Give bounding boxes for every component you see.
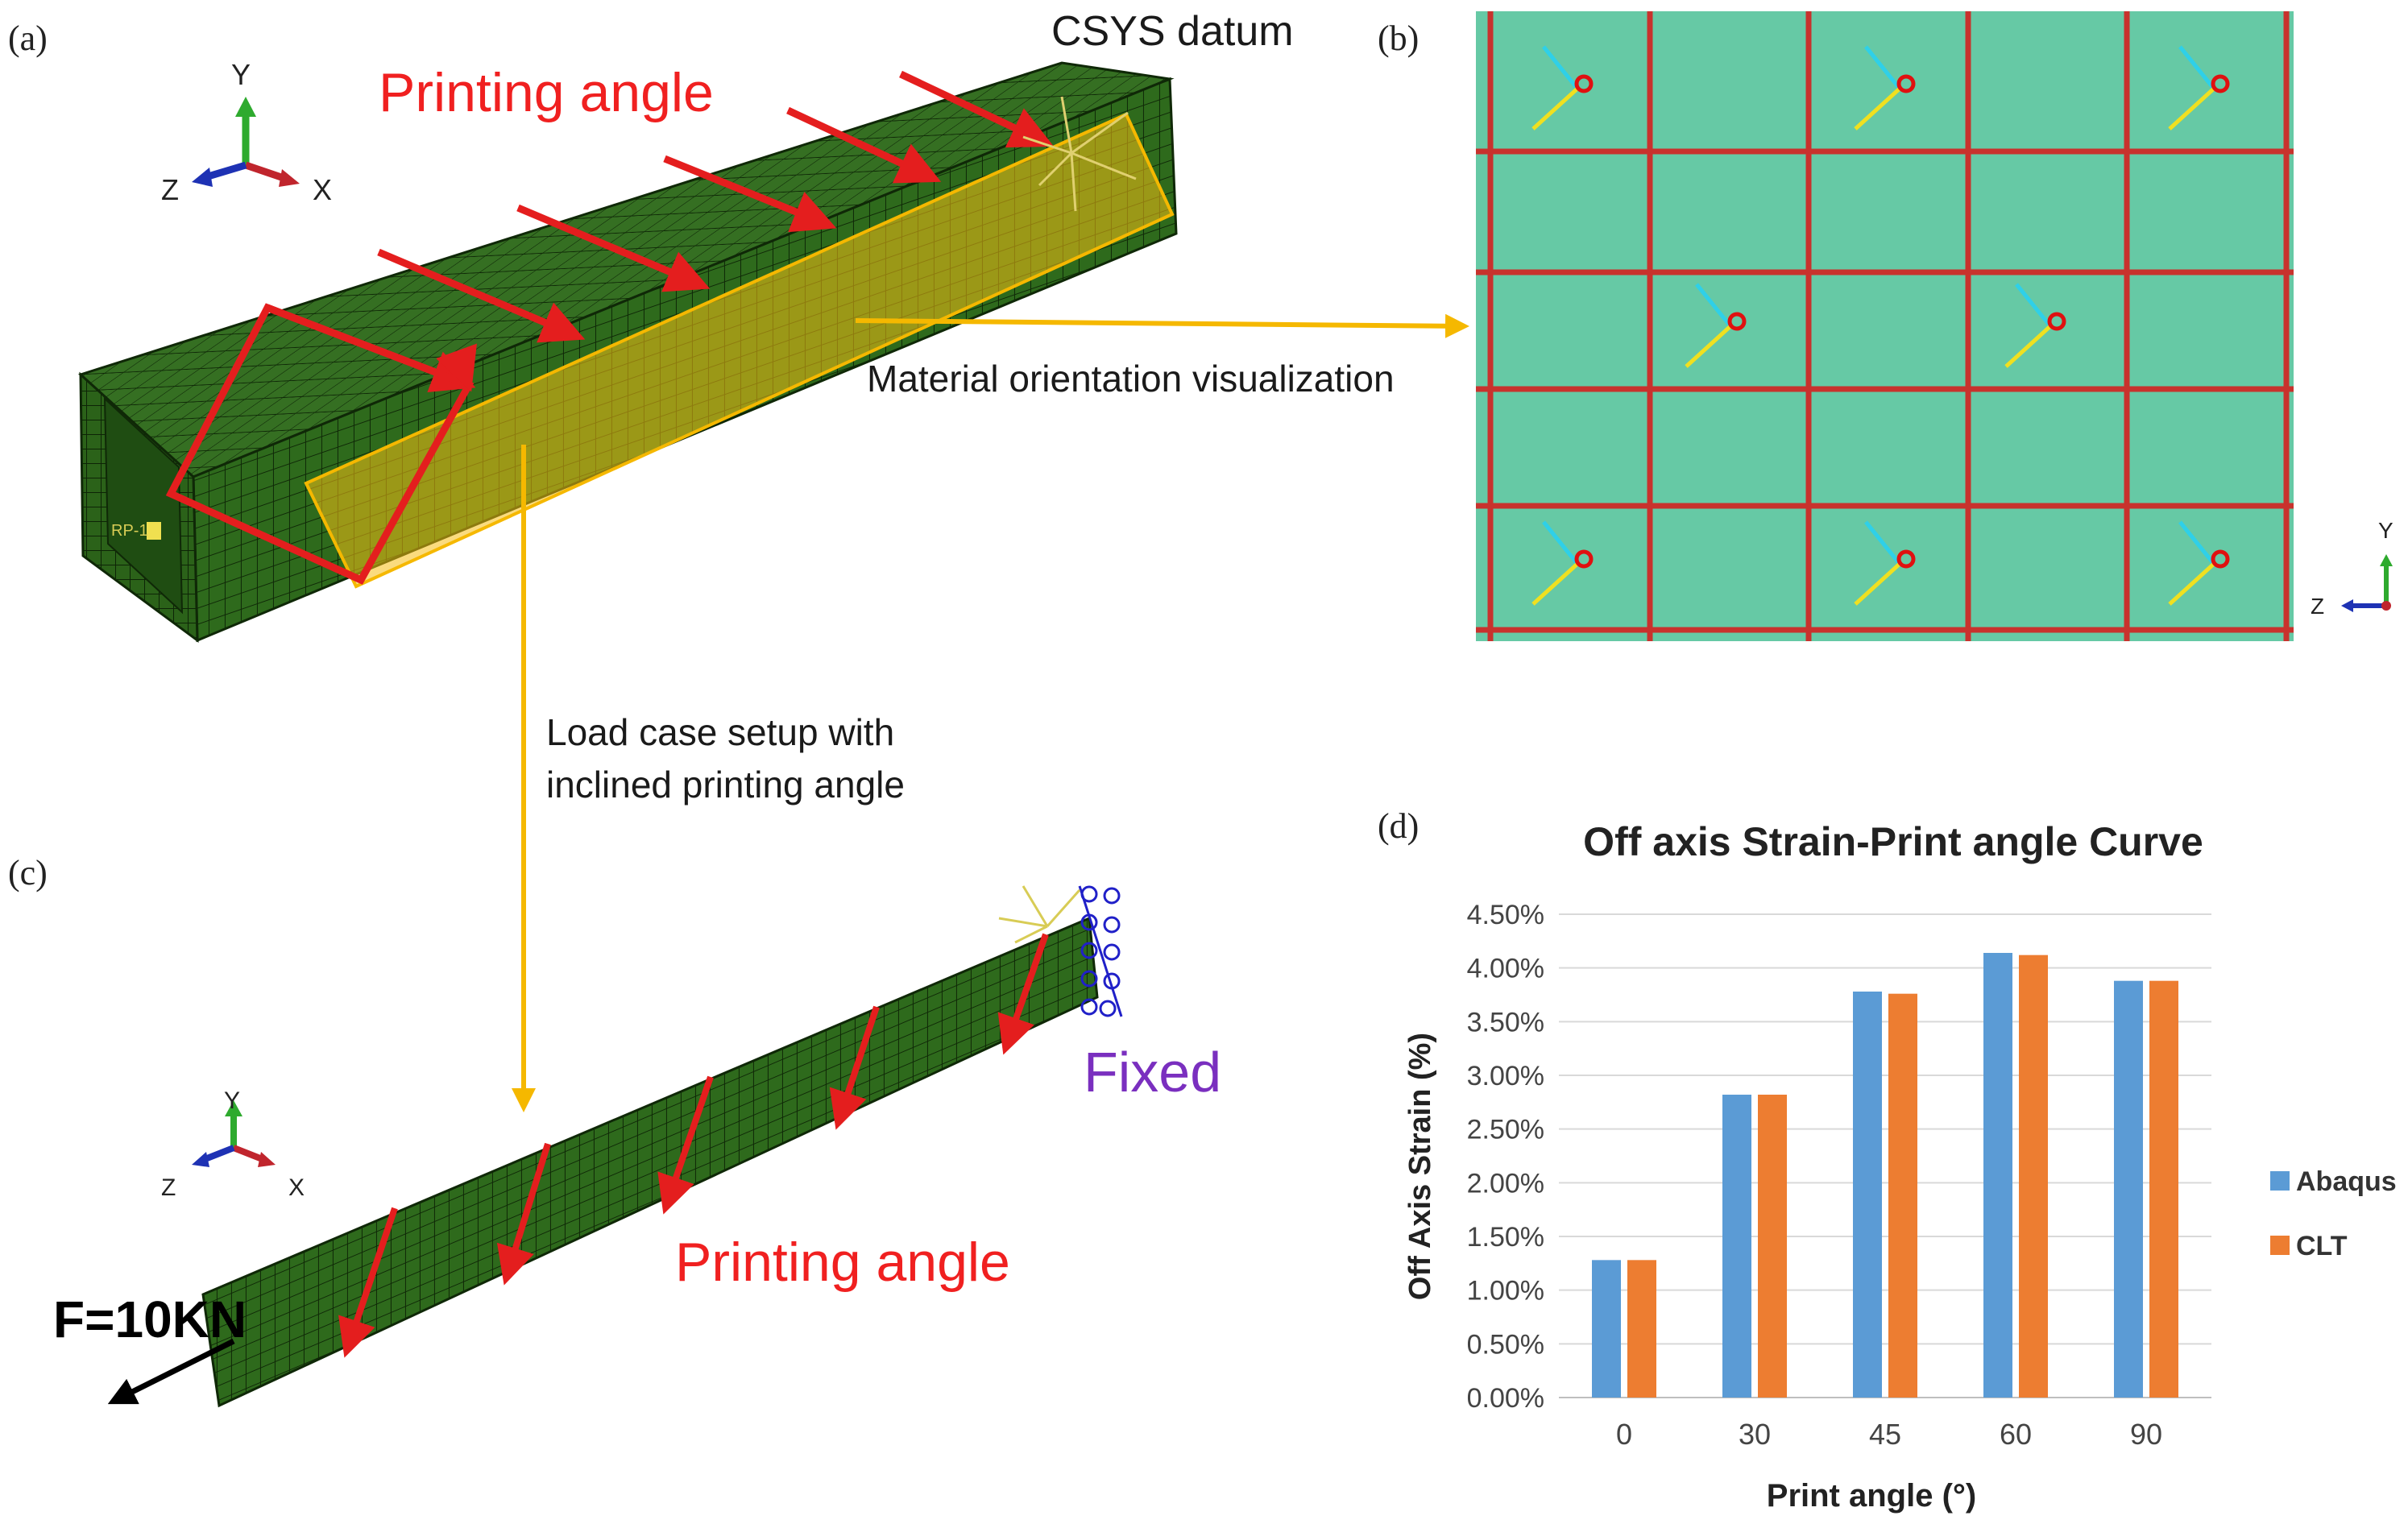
chart-bar-abaqus-45 <box>1853 992 1882 1398</box>
legend-swatch-clt <box>2270 1236 2290 1255</box>
connector-arrow-to-b <box>855 313 1469 338</box>
axis-triad-a: Y Z X <box>161 58 332 206</box>
chart-y-tick-label: 3.00% <box>1467 1061 1544 1091</box>
orientation-symbols <box>1531 45 2230 606</box>
chart-y-axis-label: Off Axis Strain (%) <box>1403 1033 1437 1300</box>
load-case-label-line1: Load case setup with <box>546 711 894 753</box>
chart-x-axis-label: Print angle (°) <box>1767 1478 1976 1514</box>
chart-x-tick-label: 30 <box>1739 1418 1771 1451</box>
chart-y-tick-label: 1.50% <box>1467 1222 1544 1253</box>
axis-y-label-a: Y <box>231 58 251 91</box>
axis-y-label-c: Y <box>224 1087 240 1114</box>
legend-swatch-abaqus <box>2270 1171 2290 1191</box>
force-label: F=10KN <box>53 1290 247 1348</box>
chart-x-tick-label: 45 <box>1869 1418 1901 1451</box>
chart-bar-clt-0 <box>1627 1260 1656 1398</box>
chart-bar-clt-30 <box>1758 1095 1787 1398</box>
axis-triad-c: Y Z X <box>161 1087 305 1201</box>
beam-hollow-opening <box>103 396 184 615</box>
legend-label-clt: CLT <box>2296 1231 2348 1261</box>
load-case-label-line2: inclined printing angle <box>546 764 905 805</box>
chart-x-tick-label: 60 <box>2000 1418 2032 1451</box>
chart-y-tick-label: 4.00% <box>1467 954 1544 984</box>
chart-y-tick-label: 2.00% <box>1467 1168 1544 1199</box>
axis-z-label-b: Z <box>2311 594 2324 619</box>
axis-triad-b: Y Z <box>2311 518 2393 619</box>
printing-angle-arrows-c <box>338 933 1049 1358</box>
panel-d-label: (d) <box>1378 806 1419 846</box>
chart-bar-clt-45 <box>1888 993 1917 1398</box>
csys-datum-label: CSYS datum <box>1051 8 1294 55</box>
axis-z-label-c: Z <box>161 1174 176 1201</box>
csys-datum-icon <box>1022 96 1137 212</box>
material-orientation-grid <box>1476 11 2294 641</box>
material-orientation-label: Material orientation visualization <box>867 358 1395 400</box>
chart-bar-abaqus-30 <box>1722 1095 1751 1398</box>
axis-x-label-a: X <box>313 173 332 206</box>
panel-c-title: Printing angle <box>675 1232 1010 1293</box>
rp-marker: RP-1 <box>111 522 161 540</box>
fixed-support-icon <box>1078 885 1123 1017</box>
chart-y-tick-label: 0.50% <box>1467 1329 1544 1360</box>
strain-bar-chart: Off axis Strain-Print angle Curve 0.00% 0… <box>1403 819 2397 1514</box>
chart-bar-abaqus-90 <box>2114 980 2143 1398</box>
chart-bar-clt-90 <box>2149 980 2178 1398</box>
chart-y-tick-label: 0.00% <box>1467 1383 1544 1414</box>
chart-y-tick-label: 3.50% <box>1467 1007 1544 1037</box>
chart-y-tick-label: 4.50% <box>1467 900 1544 930</box>
chart-bar-abaqus-0 <box>1592 1260 1621 1398</box>
panel-b-label: (b) <box>1378 19 1419 58</box>
axis-y-label-b: Y <box>2378 518 2393 543</box>
chart-y-tick-label: 2.50% <box>1467 1115 1544 1145</box>
panel-c-label: (c) <box>8 853 48 892</box>
csys-datum-icon-c <box>998 885 1081 944</box>
legend-label-abaqus: Abaqus <box>2296 1166 2397 1197</box>
chart-bar-abaqus-60 <box>1983 953 2012 1398</box>
axis-x-label-c: X <box>288 1174 305 1201</box>
beam-web-mesh <box>201 916 1099 1408</box>
printing-angle-arrows-a <box>165 70 1055 585</box>
chart-x-tick-label: 0 <box>1616 1418 1632 1451</box>
force-arrow <box>107 1338 235 1405</box>
chart-y-tick-label: 1.00% <box>1467 1276 1544 1307</box>
panel-a-label: (a) <box>8 19 48 58</box>
chart-bar-clt-60 <box>2019 955 2048 1398</box>
fixed-label: Fixed <box>1084 1041 1221 1104</box>
axis-z-label-a: Z <box>161 173 179 206</box>
panel-a-title: Printing angle <box>379 62 714 123</box>
chart-title: Off axis Strain-Print angle Curve <box>1583 819 2203 864</box>
rp-label: RP-1 <box>111 522 148 540</box>
chart-x-tick-label: 90 <box>2130 1418 2162 1451</box>
